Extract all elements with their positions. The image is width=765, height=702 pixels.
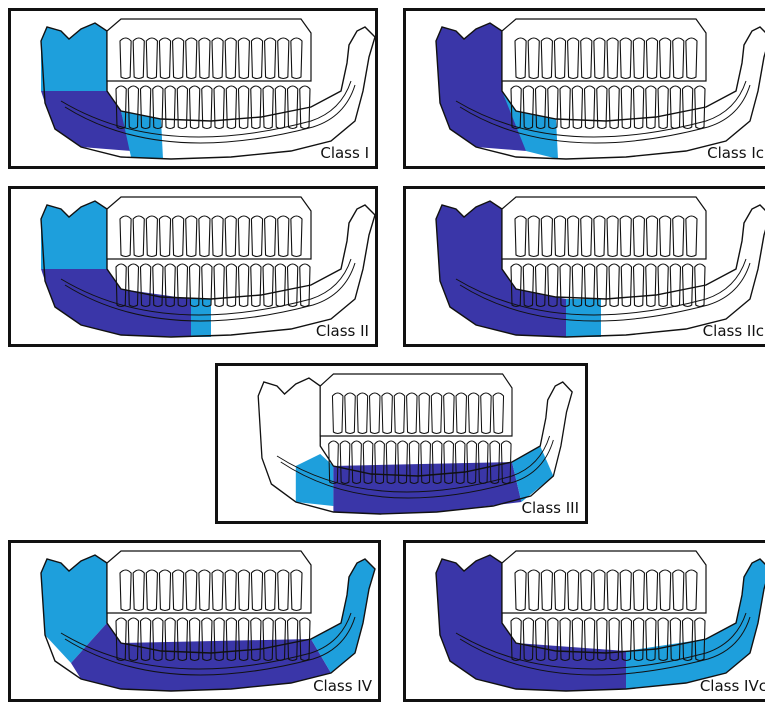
panel-class-2: Class II: [8, 186, 378, 347]
jaw-group: [41, 551, 375, 691]
resection-region: [191, 299, 211, 337]
resection-region: [566, 299, 601, 337]
tooth: [658, 86, 668, 129]
tooth: [226, 264, 236, 307]
tooth: [597, 86, 607, 129]
panel-class-2c: Class IIc: [403, 186, 765, 347]
tooth: [621, 86, 631, 129]
tooth: [202, 86, 212, 129]
tooth: [572, 86, 582, 129]
tooth: [239, 264, 249, 307]
tooth: [288, 264, 298, 307]
tooth: [165, 86, 175, 129]
tooth: [609, 264, 619, 307]
tooth: [585, 86, 595, 129]
tooth: [621, 264, 631, 307]
tooth: [177, 86, 187, 129]
jaw-group: [41, 19, 375, 159]
tooth: [288, 86, 298, 129]
tooth: [214, 264, 224, 307]
resection-region: [41, 91, 131, 151]
tooth: [683, 86, 693, 129]
tooth: [609, 86, 619, 129]
class-label: Class IV: [313, 677, 372, 695]
panel-class-1: Class I: [8, 8, 378, 169]
jaw-group: [436, 19, 765, 159]
class-label: Class IVc: [700, 677, 765, 695]
class-label: Class Ic: [707, 144, 764, 162]
tooth: [560, 86, 570, 129]
tooth: [275, 86, 285, 129]
tooth: [683, 264, 693, 307]
tooth: [275, 264, 285, 307]
class-label: Class III: [521, 499, 579, 517]
tooth: [239, 86, 249, 129]
tooth: [634, 264, 644, 307]
tooth: [646, 264, 656, 307]
jaw-group: [436, 551, 765, 691]
tooth: [263, 86, 273, 129]
panel-class-4c: Class IVc: [403, 540, 765, 702]
resection-region: [71, 623, 331, 691]
tooth: [646, 86, 656, 129]
tooth: [670, 86, 680, 129]
jaw-group: [436, 197, 765, 337]
jaw-group: [258, 374, 572, 514]
class-label: Class I: [320, 144, 369, 162]
tooth: [251, 86, 261, 129]
panel-class-4: Class IV: [8, 540, 381, 702]
class-label: Class IIc: [703, 322, 764, 340]
tooth: [263, 264, 273, 307]
resection-region: [41, 201, 107, 269]
tooth: [226, 86, 236, 129]
tooth: [670, 264, 680, 307]
panel-class-3: Class III: [215, 363, 588, 524]
jaw-group: [41, 197, 375, 337]
tooth: [190, 86, 200, 129]
tooth: [634, 86, 644, 129]
resection-region: [41, 23, 107, 91]
panel-class-1c: Class Ic: [403, 8, 765, 169]
class-label: Class II: [316, 322, 369, 340]
tooth: [251, 264, 261, 307]
tooth: [658, 264, 668, 307]
tooth: [214, 86, 224, 129]
